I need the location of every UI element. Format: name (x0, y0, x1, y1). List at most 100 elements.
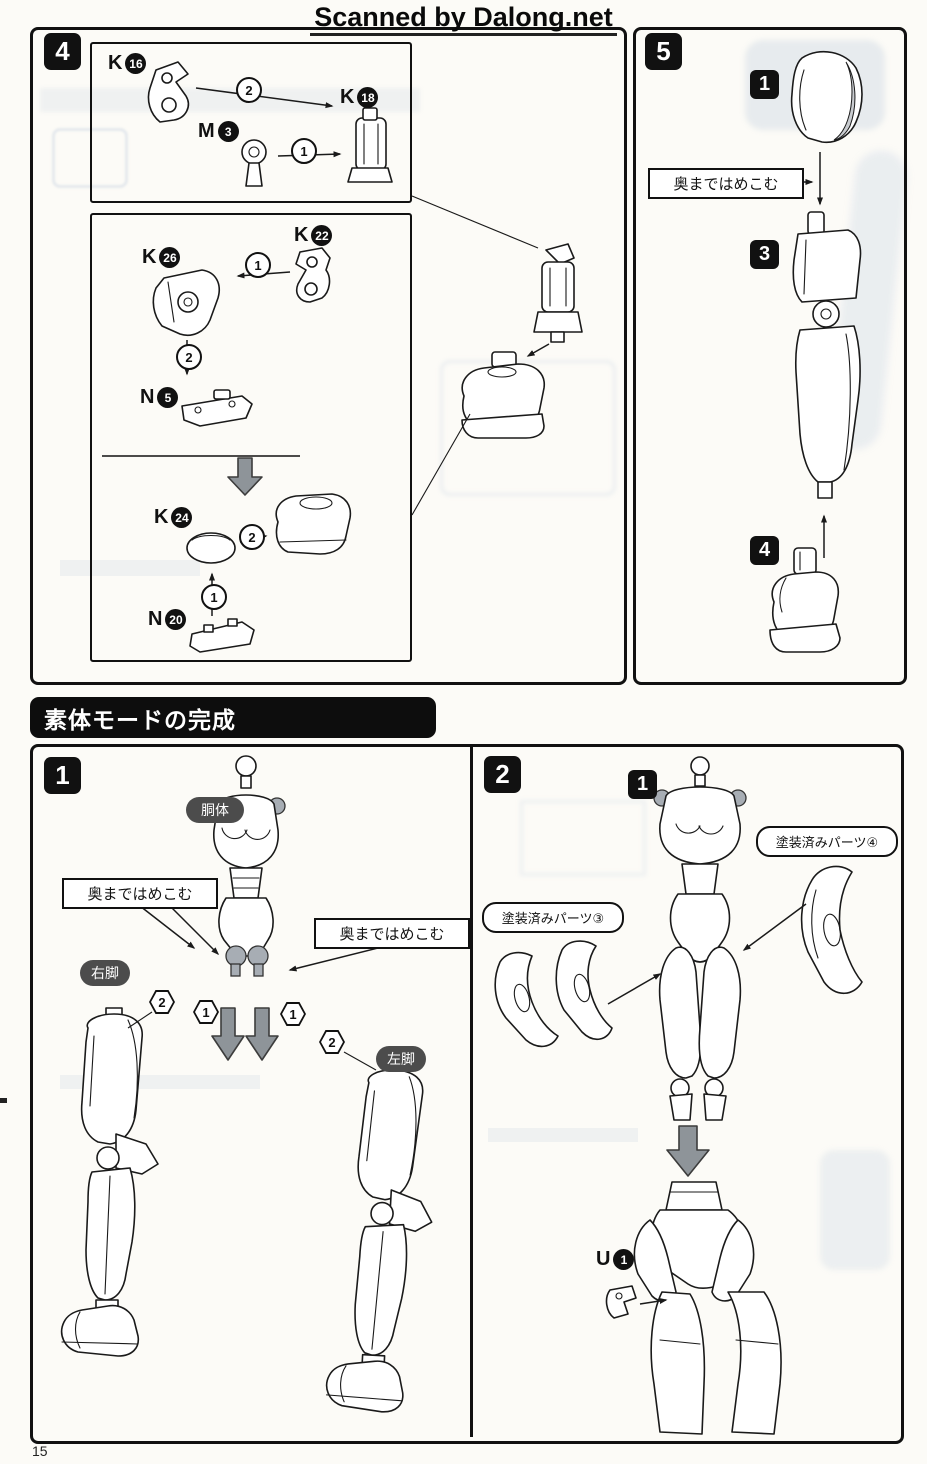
part-letter: K (154, 506, 169, 528)
part-letter: K (142, 246, 157, 268)
part-label-k24: K 24 (154, 506, 193, 529)
page-number: 15 (32, 1443, 48, 1459)
part-letter: K (340, 86, 355, 108)
push-in-note: 奥まではめこむ (314, 918, 470, 949)
substep-label: 1 (758, 73, 771, 95)
k22-part-drawing (295, 247, 331, 303)
part-number-circle: 1 (613, 1249, 635, 1270)
hexagon-label: 1 (195, 1002, 217, 1022)
k26-part-drawing (152, 269, 220, 336)
n5-part-drawing (181, 389, 253, 427)
insert-direction-arrow (666, 1125, 710, 1177)
part-letter: K (108, 52, 123, 74)
substep-label: 4 (758, 539, 771, 561)
part-number-circle: 24 (171, 507, 193, 528)
hip-closeup-drawing (633, 1181, 782, 1435)
sequence-callout-hex: 1 (280, 1002, 306, 1026)
step-label: 2 (495, 759, 510, 789)
k24-part-drawing (186, 532, 236, 564)
hexagon-label: 2 (151, 992, 173, 1012)
assembled-foot-drawing (461, 351, 545, 439)
sequence-callout: 2 (176, 344, 202, 370)
step4-number-badge: 4 (44, 33, 81, 70)
painted-part3-badge: 塗装済みパーツ③ (482, 902, 624, 933)
part-label-u1: U 1 (596, 1248, 635, 1271)
panel4-subassembly-box-b (90, 213, 412, 662)
part-letter: K (294, 224, 309, 246)
panel4-subassembly-box-a (90, 42, 412, 203)
section-header-bar: 素体モードの完成 (30, 697, 436, 738)
part-label-k18: K 18 (340, 86, 379, 109)
watermark: Scanned by Dalong.net (0, 2, 927, 36)
sequence-callout-hex: 2 (149, 990, 175, 1014)
part-letter: U (596, 1248, 611, 1270)
step5-number-badge: 5 (645, 33, 682, 70)
insert-direction-arrow (245, 1007, 279, 1061)
k16-part-drawing (147, 61, 190, 123)
part-number-circle: 5 (157, 387, 179, 408)
painted-parts3-drawing (494, 940, 613, 1048)
heel-shoe-drawing (275, 493, 352, 555)
part-label-m3: M 3 (198, 120, 239, 143)
body-complete-panel (30, 744, 904, 1444)
substep-label: 3 (758, 243, 771, 265)
knee-armor-drawing (790, 50, 863, 144)
substep-3-badge: 3 (750, 240, 779, 269)
bleedthrough-ghost (820, 1150, 890, 1270)
step5-panel (633, 27, 907, 685)
left-leg-label-badge: 左脚 (376, 1046, 426, 1072)
bleedthrough-ghost (440, 360, 616, 496)
part-number-circle: 18 (357, 87, 379, 108)
step2-arrows (607, 903, 807, 1305)
painted-part4-badge: 塗装済みパーツ④ (756, 826, 898, 857)
part-number-circle: 3 (217, 121, 239, 142)
substep-4-badge: 4 (750, 536, 779, 565)
m3-part-drawing (241, 139, 267, 187)
part-number-circle: 26 (159, 247, 181, 268)
step-label: 5 (656, 36, 671, 66)
part-number-circle: 16 (125, 53, 147, 74)
part-letter: N (148, 608, 163, 630)
hexagon-label: 1 (282, 1004, 304, 1024)
part-number-circle: 20 (165, 609, 187, 630)
sequence-callout: 1 (201, 584, 227, 610)
bleedthrough-ghost (520, 800, 646, 876)
step-label: 4 (55, 36, 70, 66)
sequence-callout-hex: 1 (193, 1000, 219, 1024)
assembled-ankle-drawing (533, 243, 583, 343)
n20-part-drawing (189, 618, 255, 653)
part-label-n20: N 20 (148, 608, 187, 631)
leg-drawing-step5 (792, 211, 862, 499)
part-label-k26: K 26 (142, 246, 181, 269)
hexagon-label: 2 (321, 1032, 343, 1052)
scan-mark (0, 1098, 7, 1103)
part-label-k16: K 16 (108, 52, 147, 75)
k18-part-drawing (347, 107, 393, 183)
painted-part4-drawing (800, 865, 863, 995)
bleedthrough-ghost (488, 1128, 638, 1142)
substep-label: 1 (636, 773, 649, 795)
sequence-callout: 1 (245, 252, 271, 278)
push-in-note: 奥まではめこむ (648, 168, 804, 199)
sequence-callout-hex: 2 (319, 1030, 345, 1054)
part-label-n5: N 5 (140, 386, 179, 409)
right-leg-label-badge: 右脚 (80, 960, 130, 986)
substep-1-badge: 1 (750, 70, 779, 99)
step-label: 1 (55, 760, 70, 790)
torso-label-badge: 胴体 (186, 797, 244, 823)
assembled-body-drawing (653, 756, 747, 1121)
step1-arrows (127, 905, 387, 1071)
part-letter: M (198, 120, 215, 142)
insert-direction-arrow (227, 457, 263, 496)
sequence-callout: 2 (236, 77, 262, 103)
body-step1-badge: 1 (44, 757, 81, 794)
part-label-k22: K 22 (294, 224, 333, 247)
foot-drawing-step5 (769, 547, 841, 653)
insert-direction-arrow (211, 1007, 245, 1061)
section-header-text: 素体モードの完成 (44, 706, 236, 733)
step2-substep1-badge: 1 (628, 770, 657, 799)
push-in-note: 奥まではめこむ (62, 878, 218, 909)
u1-part-drawing (605, 1285, 637, 1319)
step4-panel (30, 27, 627, 685)
